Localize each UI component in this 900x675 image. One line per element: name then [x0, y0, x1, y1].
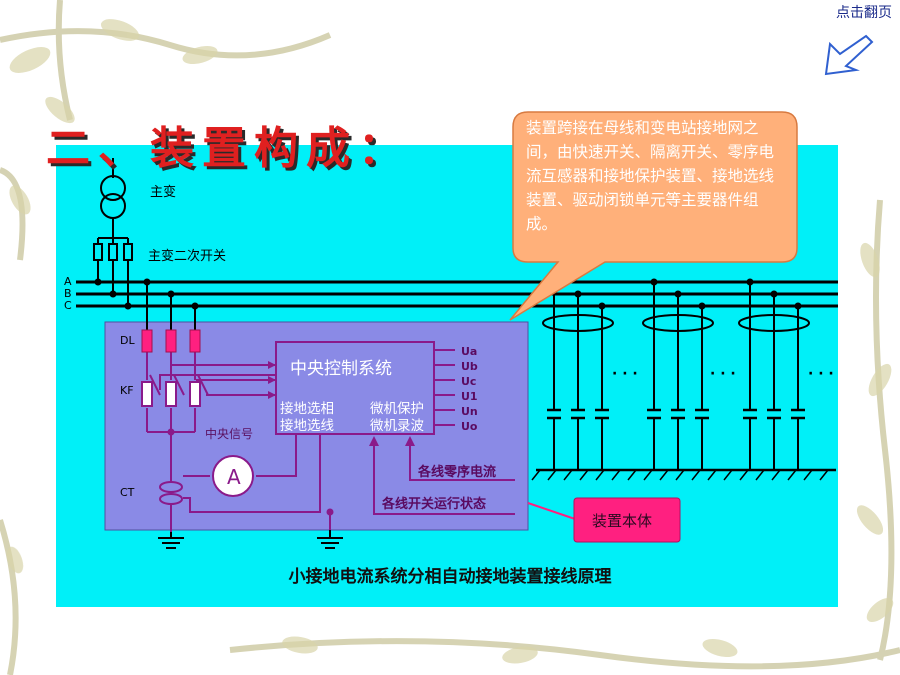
input-zero-seq-label: 各线零序电流: [417, 464, 496, 480]
output-un: Un: [461, 405, 478, 418]
device-body-label-box: [573, 497, 681, 543]
control-left-line1: 接地选相: [280, 400, 334, 417]
output-uo: Uo: [461, 420, 478, 433]
central-control-box: [275, 341, 435, 435]
ellipsis-3: · · ·: [808, 366, 834, 382]
callout-bubble: [509, 111, 798, 321]
ammeter-icon: A: [212, 455, 254, 497]
dl-breakers: [141, 329, 201, 353]
bus-bars: [76, 280, 838, 308]
bus-c-label: C: [64, 299, 72, 312]
control-right-line2: 微机录波: [370, 418, 424, 434]
ellipsis-1: · · ·: [612, 366, 638, 382]
control-right-line1: 微机保护: [370, 401, 424, 417]
kf-label: KF: [120, 384, 134, 397]
control-title: 中央控制系统: [290, 359, 392, 379]
callout-text: 装置跨接在母线和变电站接地网之间，由快速开关、隔离开关、零序电流互感器和接地保护…: [526, 119, 775, 233]
output-ub: Ub: [461, 360, 478, 373]
central-signal-label: 中央信号: [205, 426, 253, 441]
ct-coil-icon: [159, 481, 183, 505]
secondary-switch-label: 主变二次开关: [148, 248, 226, 264]
output-uc: Uc: [461, 375, 476, 388]
svg-text:A: A: [227, 465, 241, 489]
main-transformer-label: 主变: [150, 184, 176, 200]
ellipsis-2: · · ·: [710, 366, 736, 382]
output-u1: U1: [461, 390, 478, 403]
feeder-lines: [536, 282, 836, 472]
next-page-arrow-icon[interactable]: [824, 34, 874, 76]
internal-wiring: [146, 330, 515, 532]
dl-label: DL: [120, 334, 135, 347]
control-left-line2: 接地选线: [280, 417, 334, 434]
input-switch-state-label: 各线开关运行状态: [381, 496, 486, 512]
next-page-link[interactable]: 点击翻页: [836, 5, 892, 21]
kf-disconnectors: [141, 381, 201, 407]
ground-symbols: [158, 530, 343, 549]
diagram-caption: 小接地电流系统分相自动接地装置接线原理: [288, 567, 612, 587]
device-body-label: 装置本体: [592, 512, 652, 530]
ct-label: CT: [120, 486, 135, 499]
output-ua: Ua: [461, 345, 477, 358]
slide-title: 二、装置构成：: [46, 123, 410, 174]
bus-a-label: A: [64, 275, 72, 288]
control-outputs: [434, 349, 455, 426]
bus-b-label: B: [64, 287, 72, 300]
ground-hatching: [531, 469, 829, 481]
